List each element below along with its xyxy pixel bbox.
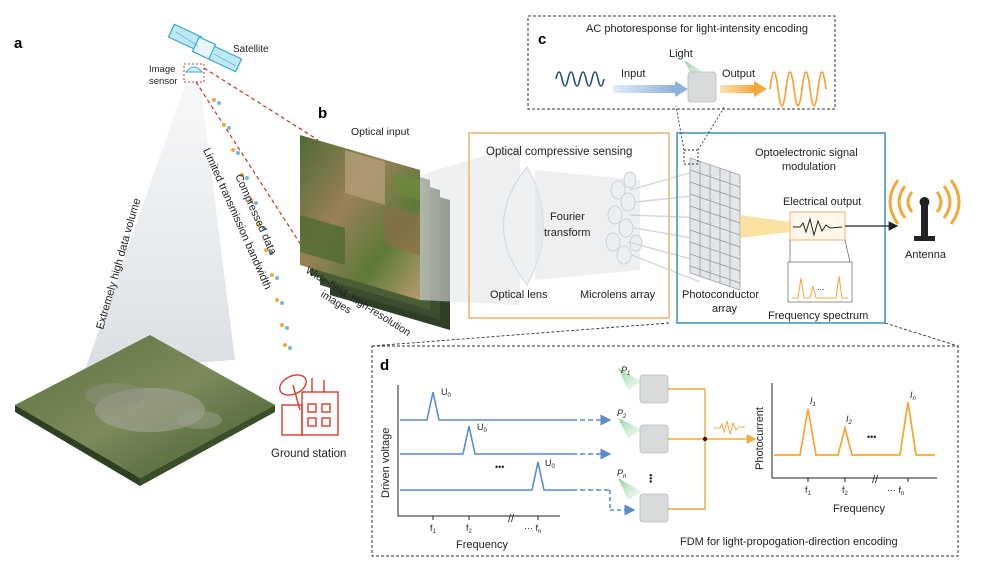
right-x-label: Frequency xyxy=(833,503,885,515)
sensing-beam xyxy=(85,82,235,370)
zoom-line-right xyxy=(697,105,726,151)
osm-label-1: Optoelectronic signal xyxy=(755,147,858,159)
image-sensor-icon xyxy=(184,66,204,73)
left-y-label: Driven voltage xyxy=(380,428,392,498)
panel-label-d: d xyxy=(380,357,389,374)
channel-n-trace xyxy=(400,461,572,491)
zoom-line-left xyxy=(675,105,685,151)
input-label: Input xyxy=(621,68,645,80)
output-arrow-head xyxy=(754,81,767,97)
pn-label: Pn xyxy=(617,468,627,480)
image-sensor-label-2: sensor xyxy=(149,76,178,87)
compressed-data-particles xyxy=(212,98,292,350)
satellite-icon xyxy=(167,23,243,73)
output-label: Output xyxy=(722,68,755,80)
p1-label: P1 xyxy=(621,365,630,377)
i2-label: I2 xyxy=(846,414,853,426)
r-freq-label-n: ··· fn xyxy=(887,485,904,497)
terrain-block xyxy=(15,335,275,486)
osm-label-2: modulation xyxy=(782,161,836,173)
output-wave xyxy=(769,71,827,107)
panel-d-zoom-left xyxy=(371,322,670,347)
input-arrow xyxy=(613,85,675,93)
dashed-link-bottom xyxy=(195,81,313,263)
spectrum-zoom-right xyxy=(844,239,851,263)
dashed-link-top xyxy=(203,67,319,141)
ocs-box xyxy=(468,132,670,319)
antenna-icon xyxy=(888,179,961,241)
photoconductor-label-1: Photoconductor xyxy=(682,289,759,301)
panel-label-a: a xyxy=(14,35,23,52)
freq-label-2: f2 xyxy=(466,523,473,535)
right-y-label: Photocurrent xyxy=(754,407,766,470)
antenna-label: Antenna xyxy=(905,249,947,261)
fourier-label-1: Fourier xyxy=(550,211,585,223)
output-arrow xyxy=(720,85,754,93)
panel-label-b: b xyxy=(318,105,327,122)
r-freq-label-2: f2 xyxy=(842,485,849,497)
photoconductor-zoom-box xyxy=(683,149,699,165)
spectrum-dots: ... xyxy=(817,282,825,292)
i1-label: I1 xyxy=(810,396,816,408)
photocurrent-ellipsis: ••• xyxy=(867,432,876,442)
photocurrent-trace xyxy=(774,401,935,456)
peak-label-n: U0 xyxy=(545,458,556,470)
panel-d-zoom-right xyxy=(884,322,959,347)
panel-d-devices xyxy=(618,368,669,523)
microlens-array-icon xyxy=(605,171,643,265)
wiring-junction xyxy=(702,436,708,442)
output-glow xyxy=(740,215,790,238)
axis-break-right: // xyxy=(872,474,879,486)
r-freq-label-1: f1 xyxy=(805,485,812,497)
device-ellipsis: ••• xyxy=(646,474,656,483)
panel-d-footer: FDM for light-propogation-direction enco… xyxy=(680,536,898,548)
osm-box xyxy=(676,132,886,324)
left-x-label: Frequency xyxy=(456,539,508,551)
optical-lens-label: Optical lens xyxy=(490,289,548,301)
panel-d-box xyxy=(371,345,959,557)
optical-input-label: Optical input xyxy=(351,126,409,138)
frequency-spectrum-trace xyxy=(792,275,848,299)
ground-station-label: Ground station xyxy=(271,448,346,460)
axis-break-left: // xyxy=(508,513,515,525)
electrical-output-label: Electrical output xyxy=(783,196,861,208)
p2-label: P2 xyxy=(617,408,627,420)
channel-2-trace xyxy=(400,425,572,455)
junction-wave xyxy=(714,420,745,435)
photoconductor-label-2: array xyxy=(712,303,738,315)
satellite-label: Satellite xyxy=(233,44,269,55)
peak-label-1: U0 xyxy=(441,387,452,399)
freq-label-n: ··· fn xyxy=(524,523,541,535)
input-wave xyxy=(555,71,605,87)
ocs-title: Optical compressive sensing xyxy=(486,146,632,158)
electrical-output-wave xyxy=(793,217,843,237)
light-label: Light xyxy=(669,48,693,60)
image-sensor-label-1: Image xyxy=(149,64,175,75)
panel-d-wiring xyxy=(668,388,757,510)
right-freq-ticks xyxy=(807,478,909,482)
microlens-label: Microlens array xyxy=(580,289,656,301)
peak-label-2: U0 xyxy=(477,422,488,434)
ground-station-icon xyxy=(279,374,339,436)
photoconductor-array-icon xyxy=(689,157,741,291)
panel-c-title: AC photoresponse for light-intensity enc… xyxy=(586,23,808,35)
channel-1-trace xyxy=(400,391,572,421)
input-arrow-head xyxy=(675,81,688,97)
fourier-label-2: transform xyxy=(544,227,590,239)
freq-label-1: f1 xyxy=(430,523,437,535)
optical-input-rays xyxy=(420,145,520,305)
channel-ellipsis: ••• xyxy=(495,462,504,472)
panel-label-c: c xyxy=(538,31,546,48)
frequency-spectrum-label: Frequency spectrum xyxy=(768,310,868,322)
electrical-output-box xyxy=(789,211,846,241)
photoconductor-device xyxy=(687,71,717,103)
in-label: In xyxy=(910,390,917,402)
left-freq-ticks xyxy=(432,516,539,520)
